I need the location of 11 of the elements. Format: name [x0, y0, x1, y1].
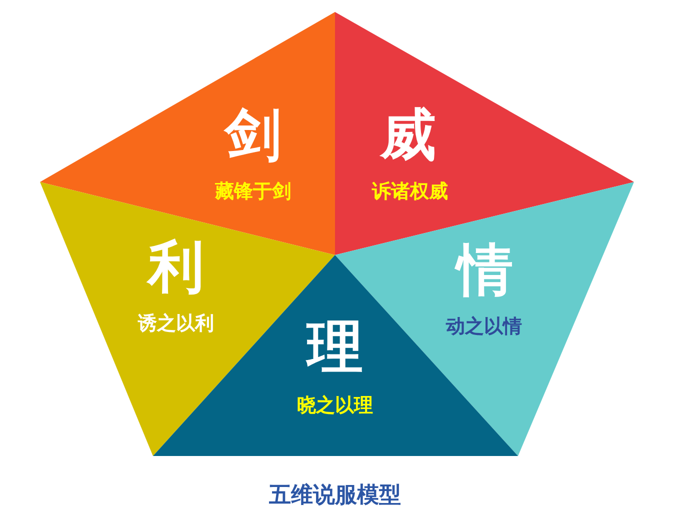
segment-subtitle: 诱之以利 — [138, 314, 214, 334]
segment-title: 利 — [148, 240, 204, 296]
segment-title: 理 — [307, 320, 363, 376]
segment-subtitle: 藏锋于剑 — [215, 182, 291, 202]
segment-title: 情 — [457, 243, 513, 299]
segment-subtitle: 动之以情 — [446, 316, 522, 338]
segment-subtitle: 诉诸权威 — [372, 182, 448, 202]
segment-subtitle: 晓之以理 — [297, 396, 373, 416]
diagram-caption: 五维说服模型 — [269, 484, 401, 508]
segment-title: 威 — [380, 108, 436, 164]
segment-title: 剑 — [225, 108, 281, 164]
